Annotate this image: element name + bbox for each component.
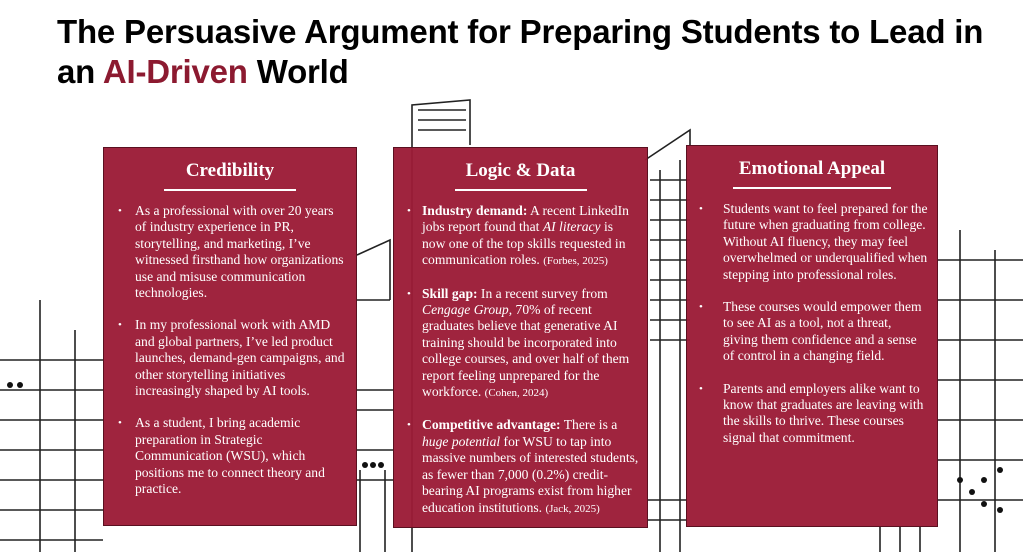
- heading-underline: [733, 187, 891, 189]
- list-item: In my professional work with AMD and glo…: [104, 317, 356, 399]
- item-text: In a recent survey from: [477, 285, 608, 301]
- list-item: Students want to feel prepared for the f…: [687, 201, 937, 283]
- item-lead: Skill gap:: [422, 285, 478, 301]
- item-text: is now one of the top skills requested i…: [422, 219, 626, 268]
- panel-heading: Credibility: [185, 160, 275, 181]
- logic-data-panel: Logic & Data Industry demand: A recent L…: [393, 147, 648, 528]
- item-text: A recent LinkedIn jobs report found that: [422, 203, 629, 235]
- title-part-1: The Persuasive Argument for Preparing St…: [57, 13, 984, 90]
- list-item: These courses would empower them to see …: [687, 299, 937, 365]
- item-text: for WSU to tap into massive numbers of i…: [422, 433, 639, 515]
- list-item: Skill gap: In a recent survey from Cenga…: [394, 286, 647, 402]
- title-accent: AI-Driven: [102, 53, 248, 90]
- item-text: , 70% of recent graduates believe that g…: [422, 302, 630, 400]
- citation: (Cohen, 2024): [484, 387, 549, 400]
- item-lead: Competitive advantage:: [422, 417, 561, 433]
- title-part-2: World: [247, 53, 349, 90]
- list-item: Industry demand: A recent LinkedIn jobs …: [394, 203, 647, 270]
- citation: (Forbes, 2025): [543, 255, 608, 268]
- list-item: Competitive advantage: There is a huge p…: [394, 417, 647, 516]
- item-emphasis: huge potential: [422, 433, 501, 449]
- panel-heading: Emotional Appeal: [738, 158, 886, 179]
- item-lead: Industry demand:: [422, 203, 528, 218]
- heading-underline: [454, 189, 587, 191]
- item-emphasis: Cengage Group: [422, 302, 509, 318]
- panel-heading: Logic & Data: [465, 160, 576, 181]
- heading-underline: [164, 189, 296, 191]
- list-item: Parents and employers alike want to know…: [687, 381, 937, 447]
- list-item: As a professional with over 20 years of …: [104, 203, 356, 301]
- emotional-appeal-panel: Emotional Appeal Students want to feel p…: [686, 145, 938, 527]
- item-emphasis: AI literacy: [542, 219, 601, 235]
- list-item: As a student, I bring academic preparati…: [104, 415, 356, 497]
- item-text: There is a: [560, 417, 618, 433]
- credibility-panel: Credibility As a professional with over …: [103, 147, 357, 526]
- slide-title: The Persuasive Argument for Preparing St…: [57, 12, 1007, 92]
- citation: (Jack, 2025): [545, 502, 600, 515]
